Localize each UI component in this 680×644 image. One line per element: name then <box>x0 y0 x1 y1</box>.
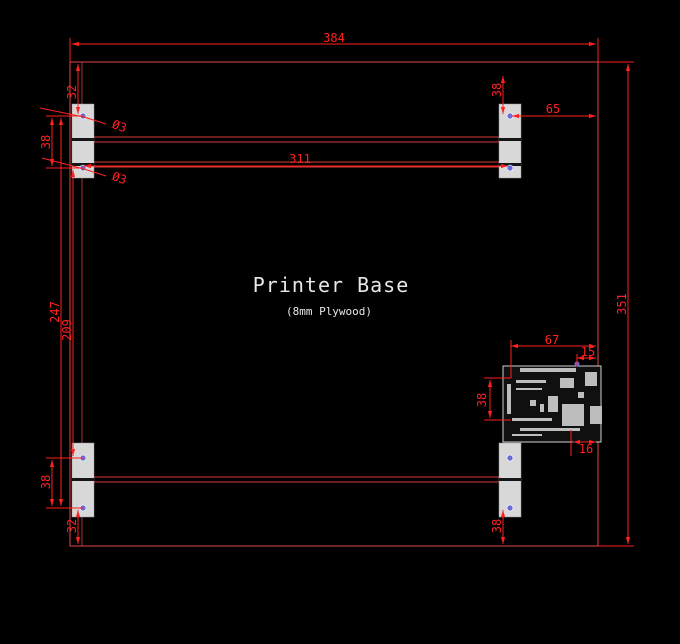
base-inner-outline <box>81 61 599 547</box>
label-bracket-height-bl: 38 <box>39 475 53 489</box>
board-chip-4 <box>585 372 597 386</box>
bottom-rail-gap-right <box>499 478 521 481</box>
label-rail-span-inner: 209 <box>60 319 74 341</box>
label-hole-dia-1: Ø3 <box>110 117 128 135</box>
dim-dia-2-leader-2 <box>83 168 107 177</box>
label-bracket-height-br: 38 <box>490 519 504 533</box>
board-chip-3 <box>562 404 584 426</box>
dim-dia-1-leader-2 <box>83 116 107 125</box>
board-pad-2 <box>540 404 544 412</box>
label-rail-length: 311 <box>289 152 311 166</box>
board-strip-3 <box>512 418 552 421</box>
board-components <box>507 368 602 436</box>
board-pad-3 <box>578 392 584 398</box>
dim-dia-2-leader <box>41 157 85 170</box>
top-rail-gap-left-2 <box>72 163 94 166</box>
controller-board <box>502 361 602 443</box>
dimension-lines <box>39 38 634 547</box>
label-overall-height: 351 <box>615 293 629 315</box>
board-strip-1 <box>516 380 546 383</box>
base-plate <box>69 61 599 547</box>
label-overall-width: 384 <box>323 31 345 45</box>
board-header-left <box>507 384 511 414</box>
title-block: Printer Base (8mm Plywood) <box>253 273 410 318</box>
board-pad-1 <box>530 400 536 406</box>
top-rail-gap-right-2 <box>499 163 521 166</box>
board-strip-5 <box>512 434 542 436</box>
label-bracket-height-tr: 38 <box>490 83 504 97</box>
label-rail-span-outer: 247 <box>48 301 62 323</box>
label-board-height: 38 <box>475 393 489 407</box>
board-chip-2 <box>548 396 558 412</box>
drawing-title: Printer Base <box>253 273 410 297</box>
label-board-width: 67 <box>545 333 559 347</box>
label-bracket-offset-top: 32 <box>65 85 79 99</box>
label-right-bracket-to-edge: 65 <box>546 102 560 116</box>
drawing-subtitle: (8mm Plywood) <box>286 305 372 318</box>
board-chip-1 <box>560 378 574 388</box>
label-board-connector-offset: 16 <box>579 442 593 456</box>
board-connector <box>590 406 602 424</box>
hole-br-top <box>506 454 514 462</box>
label-bracket-height-tl: 38 <box>39 135 53 149</box>
top-rail-gap-left <box>72 138 94 141</box>
board-strip-4 <box>520 428 580 431</box>
rail-overlay <box>72 138 521 481</box>
dim-dia-1-leader <box>39 107 85 118</box>
bottom-rail-gap-left <box>72 478 94 481</box>
hole-br-bottom <box>506 504 514 512</box>
label-bracket-offset-bottom: 32 <box>65 519 79 533</box>
board-strip-2 <box>516 388 542 390</box>
label-board-edge-offset: 15 <box>581 345 595 359</box>
label-hole-dia-2: Ø3 <box>110 169 128 187</box>
top-rail-gap-right <box>499 138 521 141</box>
board-header-row <box>520 368 576 372</box>
dimension-labels: 384 351 311 247 209 38 38 32 32 38 38 65… <box>39 31 629 533</box>
